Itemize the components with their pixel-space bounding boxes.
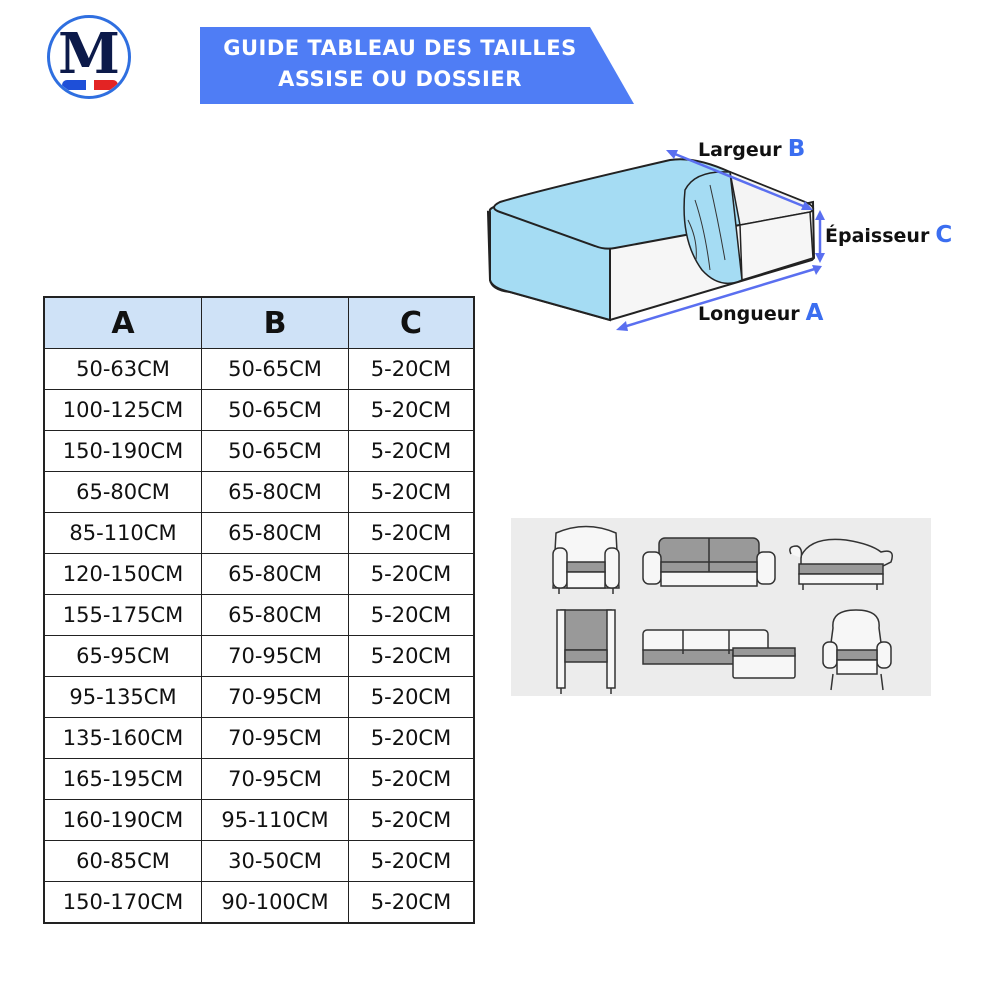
cell-a: 65-80CM	[43, 471, 202, 513]
cell-a: 135-160CM	[43, 717, 202, 759]
cell-b: 50-65CM	[201, 430, 349, 472]
header-a: A	[43, 296, 202, 349]
furniture-examples-panel	[511, 518, 931, 696]
chaise-longue-icon	[789, 538, 893, 590]
cell-a: 85-110CM	[43, 512, 202, 554]
width-letter: B	[787, 136, 806, 162]
cell-c: 5-20CM	[348, 758, 475, 800]
cell-a: 50-63CM	[43, 348, 202, 390]
cell-c: 5-20CM	[348, 430, 475, 472]
cell-b: 70-95CM	[201, 717, 349, 759]
cell-a: 60-85CM	[43, 840, 202, 882]
cell-c: 5-20CM	[348, 389, 475, 431]
cell-c: 5-20CM	[348, 471, 475, 513]
cell-b: 65-80CM	[201, 512, 349, 554]
armchair-square-icon	[556, 609, 616, 694]
table-header-row: A B C	[43, 296, 475, 349]
cell-b: 65-80CM	[201, 553, 349, 595]
cell-a: 120-150CM	[43, 553, 202, 595]
cushion-illustration	[486, 150, 825, 331]
cell-c: 5-20CM	[348, 512, 475, 554]
cell-a: 95-135CM	[43, 676, 202, 718]
flag-red-stripe	[94, 80, 118, 90]
flag-white-stripe	[86, 80, 94, 90]
cell-a: 150-170CM	[43, 881, 202, 924]
cell-b: 70-95CM	[201, 635, 349, 677]
cell-c: 5-20CM	[348, 799, 475, 841]
banner-title-line1: GUIDE TABLEAU DES TAILLES	[223, 36, 577, 60]
cell-b: 65-80CM	[201, 594, 349, 636]
banner-title-line2: ASSISE OU DOSSIER	[278, 67, 522, 91]
cell-c: 5-20CM	[348, 881, 475, 924]
cell-c: 5-20CM	[348, 594, 475, 636]
wingback-chair-icon	[822, 609, 892, 691]
length-label-text: Longueur	[698, 303, 800, 325]
cell-a: 155-175CM	[43, 594, 202, 636]
cell-b: 70-95CM	[201, 758, 349, 800]
cell-a: 100-125CM	[43, 389, 202, 431]
cell-b: 90-100CM	[201, 881, 349, 924]
sofa-corner-icon	[642, 629, 796, 679]
brand-logo: M	[47, 15, 131, 99]
header-c: C	[348, 296, 475, 349]
length-letter: A	[805, 300, 824, 326]
cell-a: 150-190CM	[43, 430, 202, 472]
thickness-letter: C	[935, 222, 953, 248]
cell-c: 5-20CM	[348, 553, 475, 595]
thickness-label-text: Épaisseur	[825, 225, 930, 247]
cell-c: 5-20CM	[348, 348, 475, 390]
cell-b: 30-50CM	[201, 840, 349, 882]
logo-letter: M	[58, 21, 120, 87]
title-banner: GUIDE TABLEAU DES TAILLES ASSISE OU DOSS…	[200, 27, 634, 104]
width-label-text: Largeur	[698, 139, 782, 161]
cell-c: 5-20CM	[348, 676, 475, 718]
cell-b: 70-95CM	[201, 676, 349, 718]
cell-c: 5-20CM	[348, 635, 475, 677]
banner-background	[200, 27, 634, 104]
cell-a: 65-95CM	[43, 635, 202, 677]
header-b: B	[201, 296, 349, 349]
sofa-two-seat-icon	[642, 537, 776, 587]
cell-b: 65-80CM	[201, 471, 349, 513]
furniture-illustrations	[552, 525, 893, 694]
cell-a: 165-195CM	[43, 758, 202, 800]
cell-c: 5-20CM	[348, 717, 475, 759]
flag-blue-stripe	[62, 80, 86, 90]
cell-c: 5-20CM	[348, 840, 475, 882]
armchair-tub-icon	[552, 525, 620, 594]
cell-b: 50-65CM	[201, 389, 349, 431]
cell-a: 160-190CM	[43, 799, 202, 841]
cell-b: 95-110CM	[201, 799, 349, 841]
cell-b: 50-65CM	[201, 348, 349, 390]
